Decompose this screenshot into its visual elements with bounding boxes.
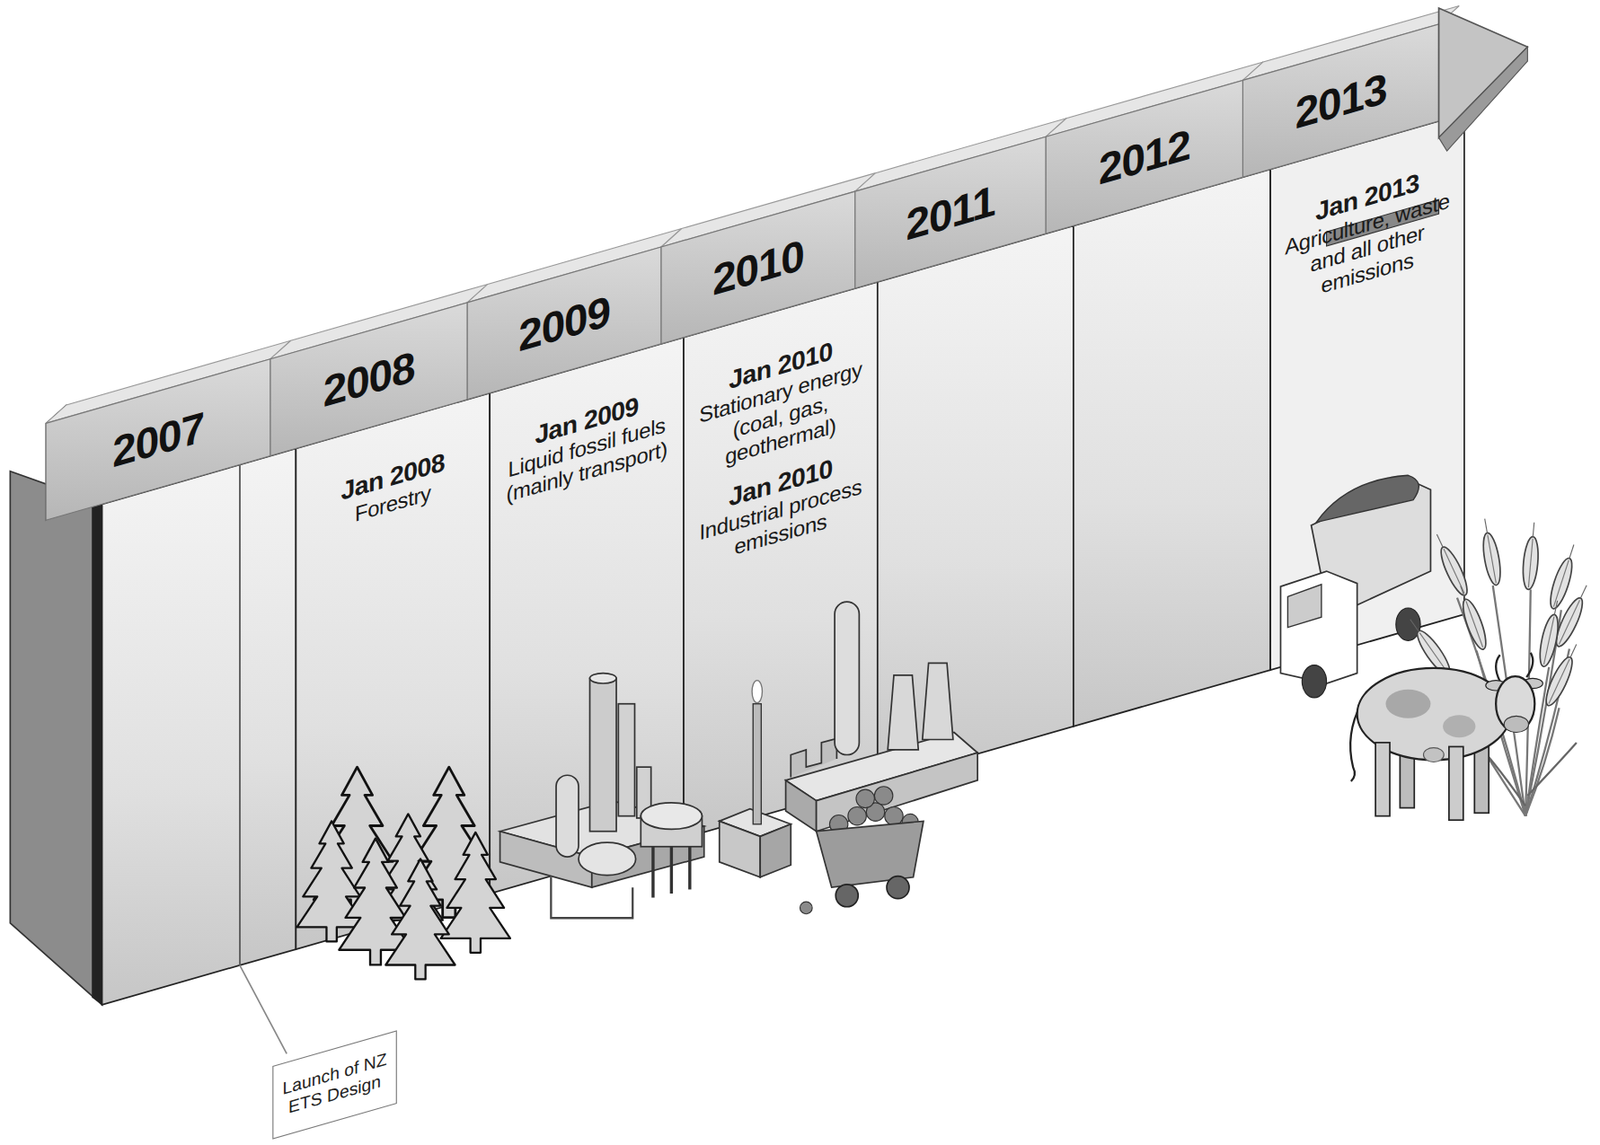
truck-load (1316, 475, 1419, 522)
cow-horn (1526, 653, 1533, 678)
truck-wheel (1301, 665, 1326, 699)
bar-segment (855, 136, 1046, 289)
refinery-pipe (550, 877, 633, 919)
tank-leg (651, 847, 655, 899)
wall-side (9, 471, 102, 1006)
factory-steps (790, 738, 837, 778)
coal-lump (848, 806, 867, 825)
refinery-chimney (618, 704, 635, 817)
wall-panel (1073, 169, 1271, 727)
coal-lump (799, 901, 813, 915)
cow-horn (1495, 654, 1501, 682)
wall-edge (91, 500, 102, 1006)
flare-base-front (719, 821, 761, 877)
cow-muzzle (1503, 716, 1529, 733)
cow-spot (1442, 715, 1476, 738)
arrow-head-side (1439, 46, 1529, 151)
pine-tree (385, 858, 455, 980)
year-label: 2007 (112, 402, 204, 478)
bar-segment (45, 359, 271, 522)
year-band: 2008 (270, 302, 468, 457)
wheat-leaf (1527, 742, 1577, 796)
timeline-panel: Jan 2008Forestry (295, 393, 490, 949)
bar-segment (661, 191, 856, 345)
chimney-top (590, 673, 618, 684)
wall-panel (877, 225, 1074, 783)
cart-wheel (835, 884, 858, 908)
leader-line (239, 965, 287, 1054)
flare-stack (752, 704, 761, 825)
year-band: 2010 (661, 191, 856, 345)
year-label: 2012 (1098, 119, 1191, 195)
wall-panel (683, 282, 878, 839)
bar-segment (1045, 79, 1243, 234)
callout-text: Launch of NZ ETS Design (277, 1048, 392, 1123)
wall-panel (102, 464, 240, 1005)
timeline-panel: Jan 2013Agriculture, waste and all other… (1270, 114, 1465, 670)
timeline-panel: Jan 2009Liquid fossil fuels (mainly tran… (489, 337, 684, 893)
cooling-tower (922, 662, 954, 740)
cooling-tower (887, 675, 919, 751)
coal-lump (856, 789, 875, 808)
refinery-column (556, 775, 579, 858)
year-label: 2013 (1295, 62, 1388, 139)
cow-leg (1449, 746, 1464, 821)
year-band: 2007 (45, 359, 271, 522)
cow-spot (1385, 689, 1431, 719)
year-band: 2011 (855, 136, 1046, 289)
year-band: 2013 (1242, 24, 1439, 177)
year-label: 2009 (518, 285, 610, 362)
refinery-tank (578, 842, 637, 876)
year-label: 2011 (906, 175, 996, 250)
wheat-head (1453, 583, 1491, 653)
panel-divider (238, 464, 240, 965)
wheat-head (1541, 641, 1583, 709)
coal-lump (874, 786, 893, 805)
year-band: 2012 (1045, 79, 1243, 234)
wheat-head (1430, 531, 1472, 600)
cow-leg (1375, 742, 1390, 817)
flare-flame (751, 680, 762, 704)
callout-box: Launch of NZ ETS Design (272, 1030, 398, 1141)
coal-cart (816, 821, 924, 888)
tank-leg (670, 847, 673, 894)
timeline-panel: Jan 2010Stationary energy (coal, gas, ge… (683, 282, 878, 838)
year-label: 2010 (712, 229, 805, 306)
factory-silo (834, 601, 859, 755)
wheat-head (1551, 582, 1593, 650)
wheat-head (1477, 517, 1504, 587)
truck-window (1287, 584, 1321, 628)
wall-panel (239, 449, 296, 966)
tank-leg (688, 847, 691, 891)
wheat-head (1520, 521, 1541, 591)
refinery-chimney (590, 678, 618, 831)
wheat-head (1536, 599, 1565, 669)
bar-segment (1242, 24, 1439, 177)
year-band: 2009 (467, 247, 662, 400)
flare-base-side (760, 824, 791, 878)
factory-front (786, 780, 817, 832)
bar-segment (467, 247, 662, 400)
cart-wheel (886, 876, 910, 900)
wheat-stalk (1525, 707, 1559, 816)
coal-lump (884, 806, 903, 825)
refinery-dome-top (640, 803, 702, 831)
year-label: 2008 (323, 341, 416, 417)
cow-udder (1423, 748, 1444, 763)
bar-segment (270, 302, 468, 457)
